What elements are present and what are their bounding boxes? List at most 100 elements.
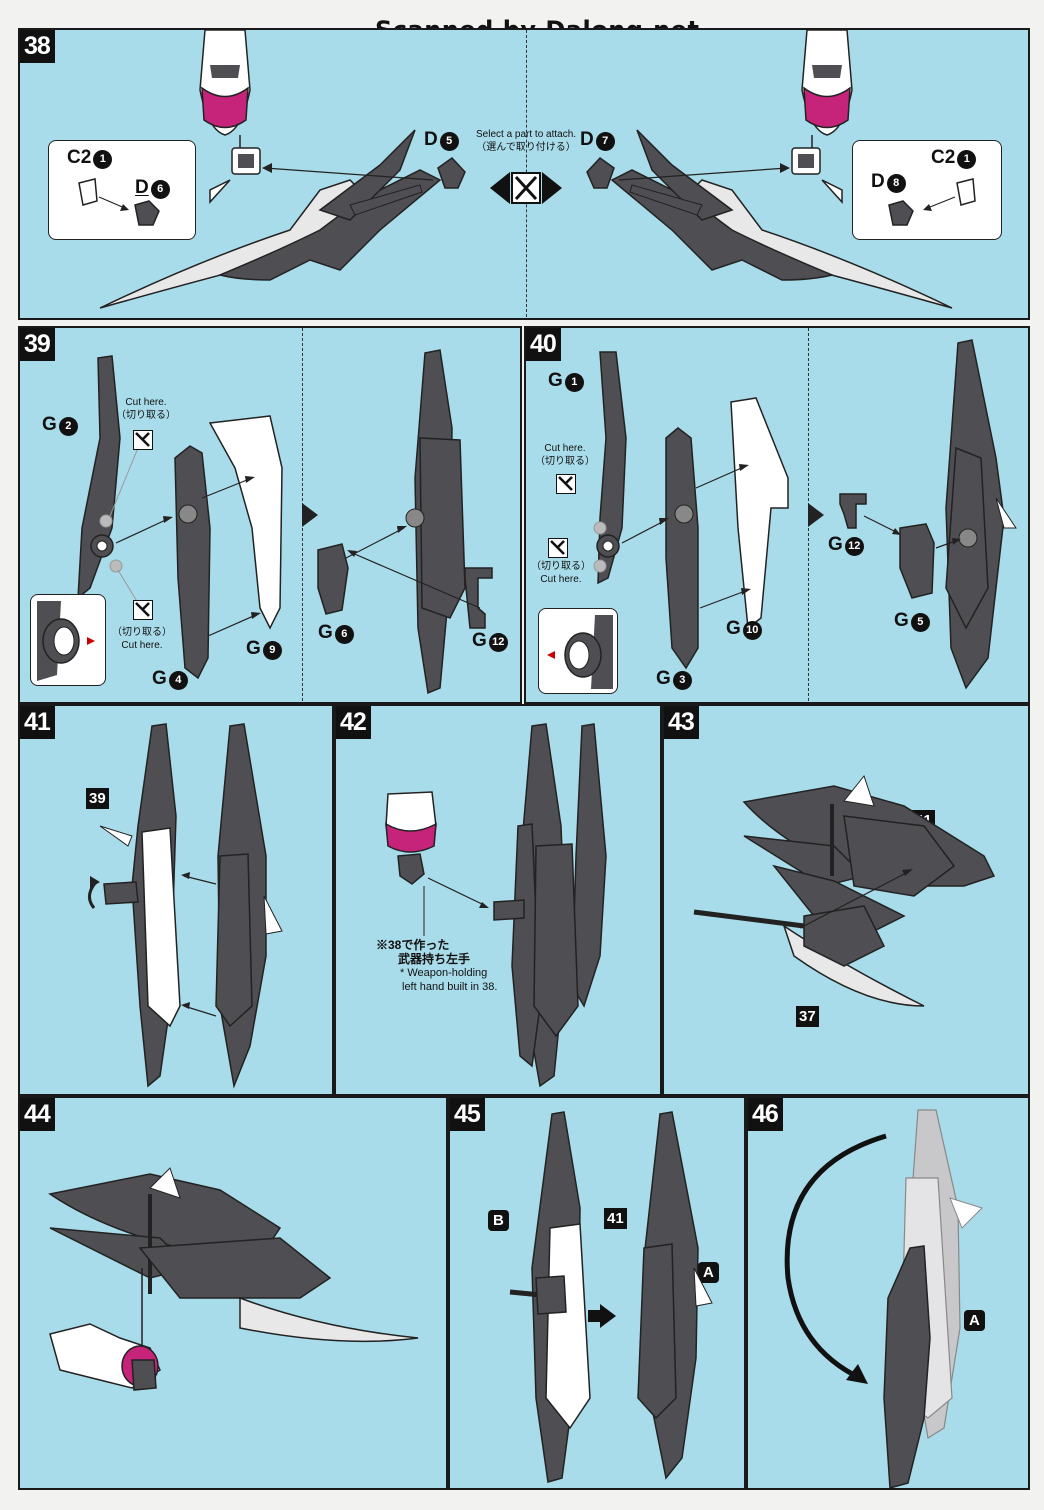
part-number: 6 <box>334 625 354 644</box>
part-letter: G <box>152 668 167 689</box>
label-b: B <box>488 1210 509 1231</box>
part-letter: D <box>424 129 438 150</box>
cut-note-jp: （切り取る） <box>112 627 172 638</box>
cut-note-en: Cut here. <box>540 574 582 585</box>
inset-right-art <box>888 178 976 226</box>
part-number: 12 <box>488 633 508 652</box>
nipper-cut-icon <box>133 430 153 450</box>
step-41-illustration <box>88 723 283 1089</box>
step-41-panel: 41 39 <box>18 704 334 1096</box>
step-43-panel: 43 41 37 <box>662 704 1030 1096</box>
step-number: 43 <box>664 706 699 739</box>
part-letter: D <box>871 171 885 192</box>
step-number: 41 <box>20 706 55 739</box>
select-part-icon <box>512 173 540 203</box>
part-letter: D <box>135 177 149 198</box>
part-letter: G <box>894 610 909 631</box>
step-46-illustration <box>784 1109 983 1488</box>
step-42-panel: 42 ※38で作った 武器持ち左手 * Weapon-holding left … <box>334 704 662 1096</box>
step-number: 39 <box>20 328 55 361</box>
cut-note-en: Cut here. <box>125 397 167 408</box>
cut-note-bottom: （切り取る） Cut here. <box>526 560 596 586</box>
step-number: 45 <box>450 1098 485 1131</box>
cut-note-en: Cut here. <box>121 640 163 651</box>
nipper-cut-icon <box>556 474 576 494</box>
nipper-cut-icon <box>548 538 568 558</box>
part-letter: G <box>548 370 563 391</box>
part-number: 6 <box>150 180 170 199</box>
step-42-illustration <box>385 723 607 1088</box>
step-40-illustration <box>593 339 1017 690</box>
part-letter: G <box>726 618 741 639</box>
step-46-panel: 46 A <box>746 1096 1030 1490</box>
note-jp-2: 武器持ち左手 <box>398 952 471 966</box>
rotate-arrow-icon <box>80 871 104 911</box>
part-letter: G <box>246 638 261 659</box>
part-number: 5 <box>439 132 459 151</box>
part-number: 1 <box>93 150 113 169</box>
step-39-illustration <box>77 349 493 695</box>
cut-note-jp: （切り取る） <box>535 456 595 467</box>
part-number: 1 <box>957 150 977 169</box>
cut-note-bottom: （切り取る） Cut here. <box>102 626 182 652</box>
note-en-2: left hand built in 38. <box>402 981 498 993</box>
step-45-illustration <box>509 1111 713 1483</box>
part-number: 2 <box>58 417 78 436</box>
cut-note-top: Cut here. （切り取る） <box>106 396 186 422</box>
part-letter: G <box>318 622 333 643</box>
inset-left-art <box>78 178 160 226</box>
part-number: 9 <box>262 641 282 660</box>
cut-note-jp: （切り取る） <box>531 561 591 572</box>
part-letter: G <box>42 414 57 435</box>
part-number: 1 <box>564 373 584 392</box>
part-number: 7 <box>595 132 615 151</box>
part-number: 5 <box>910 613 930 632</box>
label-a: A <box>698 1262 719 1283</box>
label-a: A <box>964 1310 985 1331</box>
ring-detail-art <box>37 601 95 681</box>
part-letter: G <box>828 534 843 555</box>
part-number: 12 <box>844 537 864 556</box>
cut-note-jp: （切り取る） <box>116 410 176 421</box>
part-number: 4 <box>168 671 188 690</box>
select-note-en: Select a part to attach. <box>476 129 577 140</box>
ref-step-badge: 39 <box>86 788 109 809</box>
part-letter: C2 <box>67 147 92 168</box>
step-number: 38 <box>20 30 55 63</box>
step-38-illustration <box>99 30 953 309</box>
note-en-1: * Weapon-holding <box>400 967 488 979</box>
step-40-panel: 40 Cut here. （ <box>524 326 1030 704</box>
part-letter: C2 <box>931 147 956 168</box>
ref-step-badge: 41 <box>604 1208 627 1229</box>
select-note-jp: （選んで取り付ける） <box>476 142 576 153</box>
part-number: 3 <box>672 671 692 690</box>
inset-ring-detail <box>30 594 106 686</box>
inset-ring-detail <box>538 608 618 694</box>
step-43-illustration <box>693 774 996 1007</box>
part-number: 10 <box>742 621 762 640</box>
part-letter: G <box>656 668 671 689</box>
note-hand: ※38で作った 武器持ち左手 * Weapon-holding left han… <box>376 938 497 994</box>
part-letter: G <box>472 630 487 651</box>
step-number: 40 <box>526 328 561 361</box>
step-39-panel: 39 <box>18 326 522 704</box>
note-jp-1: ※38で作った <box>376 938 450 952</box>
step-38-panel: 38 <box>18 28 1030 320</box>
step-44-panel: 44 <box>18 1096 448 1490</box>
part-letter: D <box>580 129 594 150</box>
